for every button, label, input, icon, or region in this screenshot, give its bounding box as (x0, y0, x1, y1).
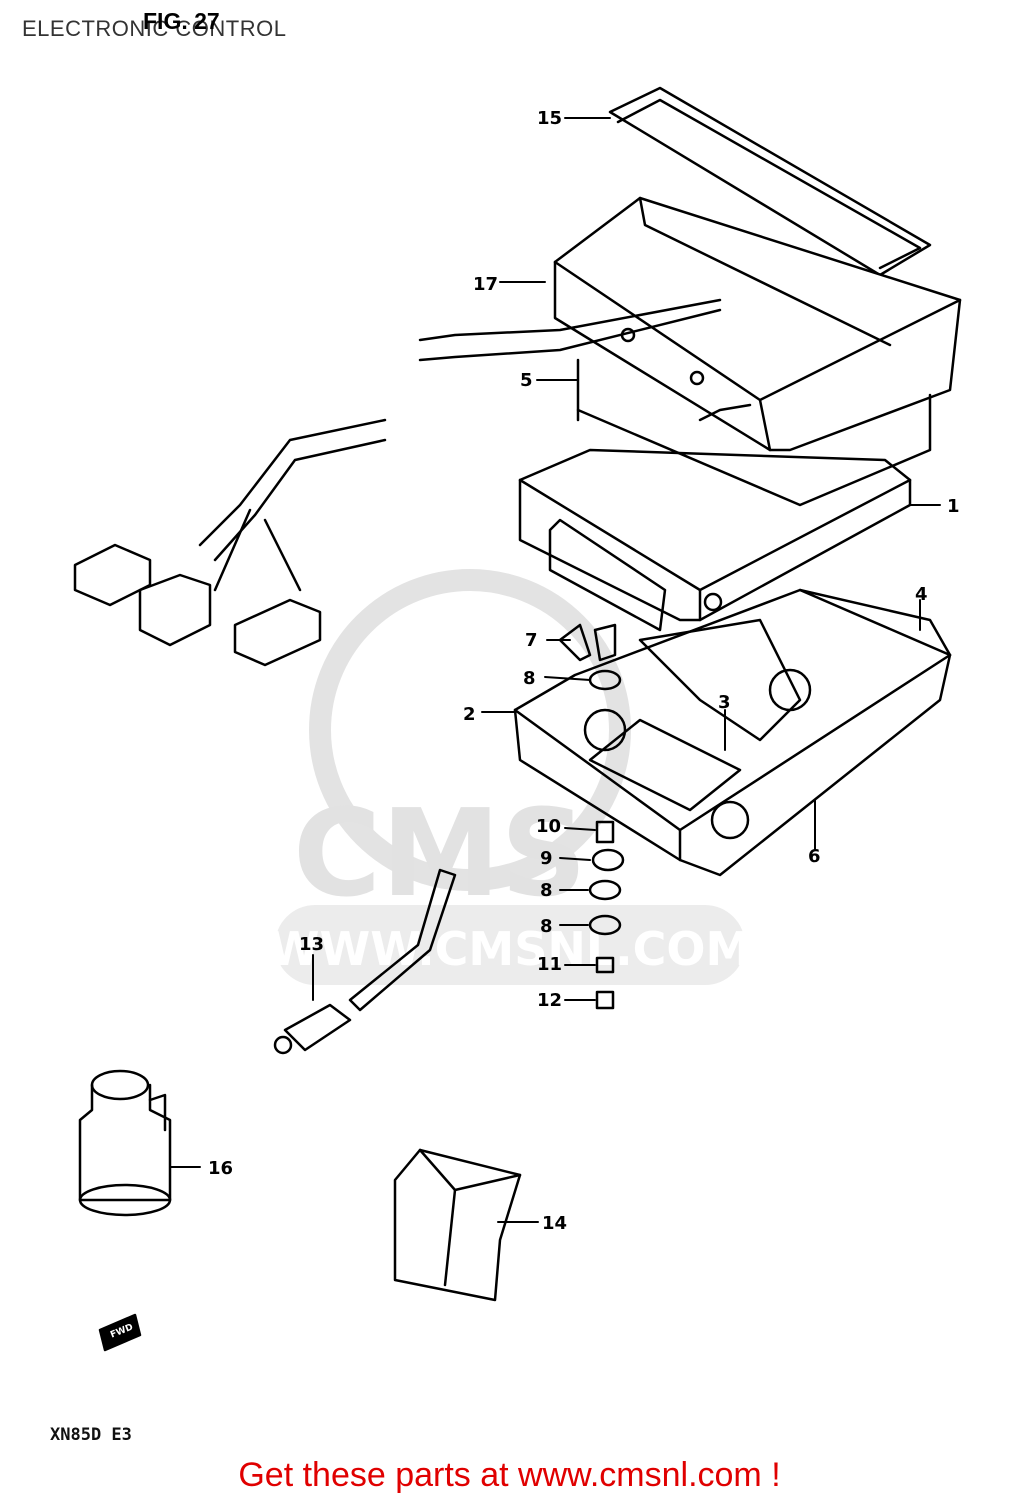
callout-10: 10 (536, 816, 561, 837)
watermark-logo: CMS (293, 785, 587, 924)
callout-1: 1 (947, 496, 960, 517)
callout-8c: 8 (540, 916, 553, 937)
callout-leaders (169, 117, 941, 1223)
callout-7: 7 (525, 630, 538, 651)
callout-8b: 8 (540, 880, 553, 901)
part-15-relay (393, 1148, 522, 1302)
part-14-sensor (273, 868, 457, 1055)
section-title: ELECTRONIC CONTROL (22, 16, 287, 41)
callout-13: 15 (537, 108, 562, 129)
callout-11: 11 (537, 954, 562, 975)
callout-5: 5 (520, 370, 533, 391)
callout-14: 13 (299, 934, 324, 955)
callout-16: 16 (208, 1158, 233, 1179)
callout-6: 6 (808, 846, 821, 867)
callout-4: 4 (915, 584, 928, 605)
callout-17: 17 (473, 274, 498, 295)
part-17-cover (553, 196, 962, 452)
model-code: XN85D E3 (50, 1425, 132, 1445)
part-16-cap (78, 1069, 172, 1217)
part-13-strap (608, 86, 932, 277)
callout-12: 12 (537, 990, 562, 1011)
wiring-harness (73, 298, 752, 667)
fwd-arrow (98, 1313, 142, 1352)
watermark: CMS WWW.CMSNL.COM (269, 569, 752, 985)
part-7-screw (558, 623, 617, 662)
callout-8a: 8 (523, 668, 536, 689)
watermark-url: WWW.CMSNL.COM (269, 922, 752, 976)
callout-9: 9 (540, 848, 553, 869)
callout-3: 3 (718, 692, 731, 713)
callout-15: 14 (542, 1213, 567, 1234)
figure-label: FIG. 27 (143, 8, 220, 34)
part-5-plate (576, 358, 932, 507)
footer-cta-link[interactable]: Get these parts at www.cmsnl.com ! (238, 1456, 781, 1494)
callout-2: 2 (463, 704, 476, 725)
part-2-tray (513, 588, 952, 877)
